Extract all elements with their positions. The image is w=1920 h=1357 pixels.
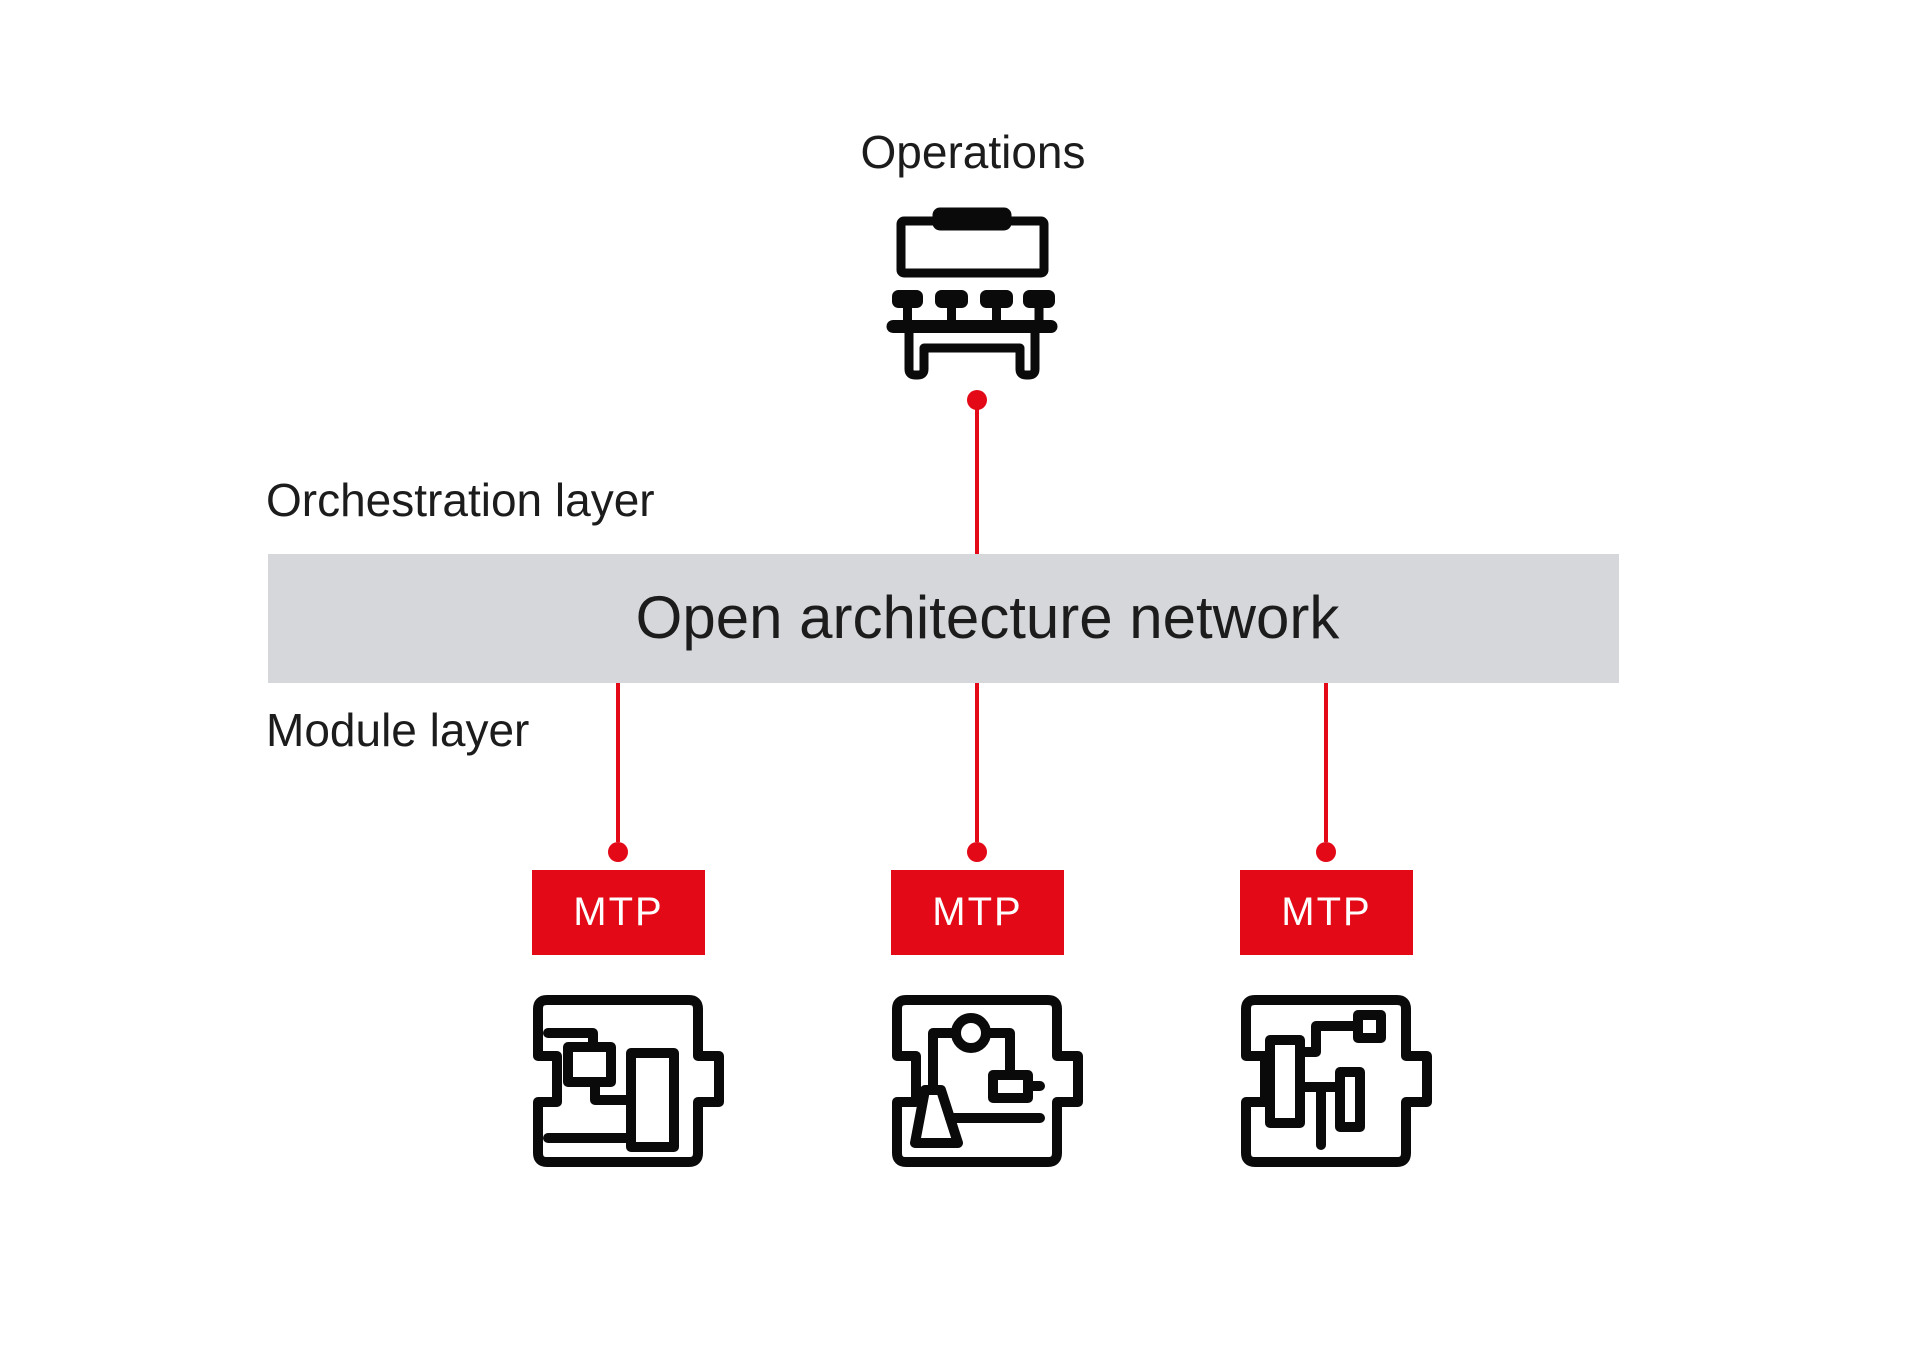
mtp-box-1: MTP <box>532 870 705 955</box>
connector-dot-module-2 <box>967 842 987 862</box>
mtp-box-2: MTP <box>891 870 1064 955</box>
connector-line-operations <box>975 402 979 554</box>
open-architecture-network-label: Open architecture network <box>635 583 1340 651</box>
connector-dot-module-1 <box>608 842 628 862</box>
connector-dot-module-3 <box>1316 842 1336 862</box>
operations-label: Operations <box>860 126 1086 178</box>
module-wiring-icon <box>1241 995 1432 1167</box>
mtp-label-3: MTP <box>1281 890 1372 934</box>
connector-line-module-1 <box>616 683 620 842</box>
module-layer-label: Module layer <box>266 704 530 756</box>
mtp-label-2: MTP <box>932 890 1023 934</box>
connector-dot-operations <box>967 390 987 410</box>
mtp-label-1: MTP <box>573 890 664 934</box>
orchestration-layer-label: Orchestration layer <box>266 474 655 526</box>
connector-line-module-2 <box>975 683 979 842</box>
module-circuit-icon <box>533 995 724 1167</box>
mtp-box-3: MTP <box>1240 870 1413 955</box>
module-process-icon <box>892 995 1083 1167</box>
operations-console-icon <box>886 207 1058 380</box>
connector-line-module-3 <box>1324 683 1328 842</box>
open-architecture-network-bar: Open architecture network <box>268 554 1619 683</box>
